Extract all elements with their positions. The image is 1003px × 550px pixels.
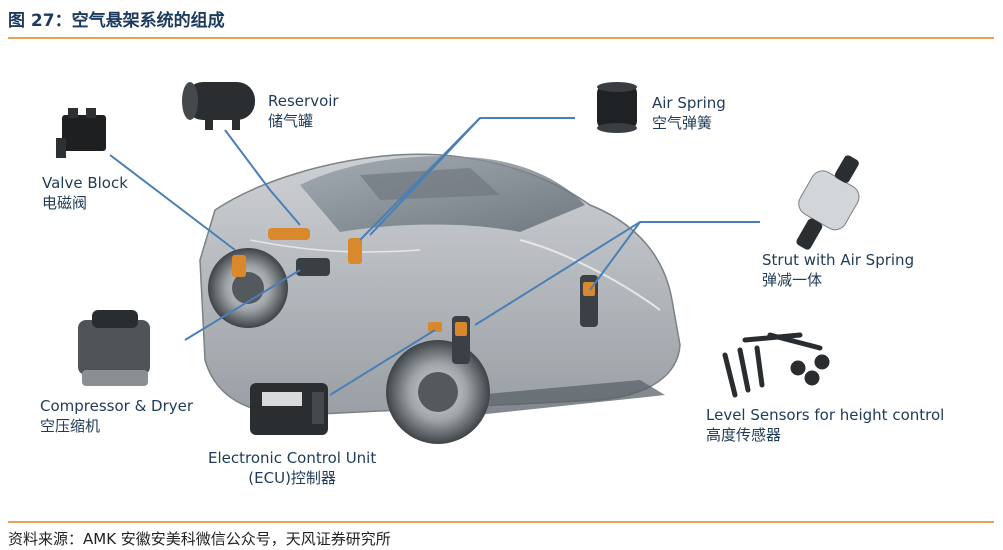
ecu-marker: [428, 322, 442, 332]
level-sensors-icon: [722, 332, 830, 398]
reservoir-en: Reservoir: [268, 92, 339, 110]
valve-block-icon: [56, 108, 106, 158]
ecu-zh: (ECU)控制器: [248, 469, 336, 487]
ecu-icon: [250, 383, 328, 435]
reservoir-zh: 储气罐: [268, 112, 314, 130]
label-compressor: Compressor & Dryer 空压缩机: [40, 396, 193, 436]
car-illustration: [199, 153, 681, 444]
valve-block-marker: [232, 255, 246, 277]
strut-icon: [796, 155, 860, 250]
compressor-marker: [296, 258, 330, 276]
label-level-sensors: Level Sensors for height control 高度传感器: [706, 405, 944, 445]
reservoir-marker: [268, 228, 310, 240]
top-rule: [8, 37, 994, 39]
label-valve-block: Valve Block 电磁阀: [42, 173, 128, 213]
figure-title: 图 27：空气悬架系统的组成: [8, 11, 225, 31]
compressor-icon: [78, 310, 150, 386]
valve-block-en: Valve Block: [42, 174, 128, 192]
compressor-zh: 空压缩机: [40, 417, 101, 435]
compressor-en: Compressor & Dryer: [40, 397, 194, 415]
label-reservoir: Reservoir 储气罐: [268, 91, 339, 131]
leader-lines: [109, 117, 760, 396]
label-air-spring: Air Spring 空气弹簧: [652, 93, 726, 133]
bottom-rule: [8, 521, 994, 523]
level-sensors-zh: 高度传感器: [706, 426, 782, 444]
valve-block-zh: 电磁阀: [42, 194, 88, 212]
air-spring-en: Air Spring: [652, 94, 726, 112]
strut-en: Strut with Air Spring: [762, 251, 915, 269]
rear-air-spring-marker: [348, 238, 362, 264]
reservoir-icon: [182, 82, 255, 130]
label-strut: Strut with Air Spring 弹减一体: [762, 250, 914, 290]
strut-zh: 弹减一体: [762, 271, 823, 289]
air-spring-zh: 空气弹簧: [652, 114, 713, 132]
level-sensors-en: Level Sensors for height control: [706, 406, 945, 424]
label-ecu: Electronic Control Unit (ECU)控制器: [208, 448, 376, 488]
source-note: 资料来源：AMK 安徽安美科微信公众号，天风证券研究所: [8, 530, 391, 548]
air-spring-icon: [597, 82, 637, 133]
ecu-en: Electronic Control Unit: [208, 449, 377, 467]
